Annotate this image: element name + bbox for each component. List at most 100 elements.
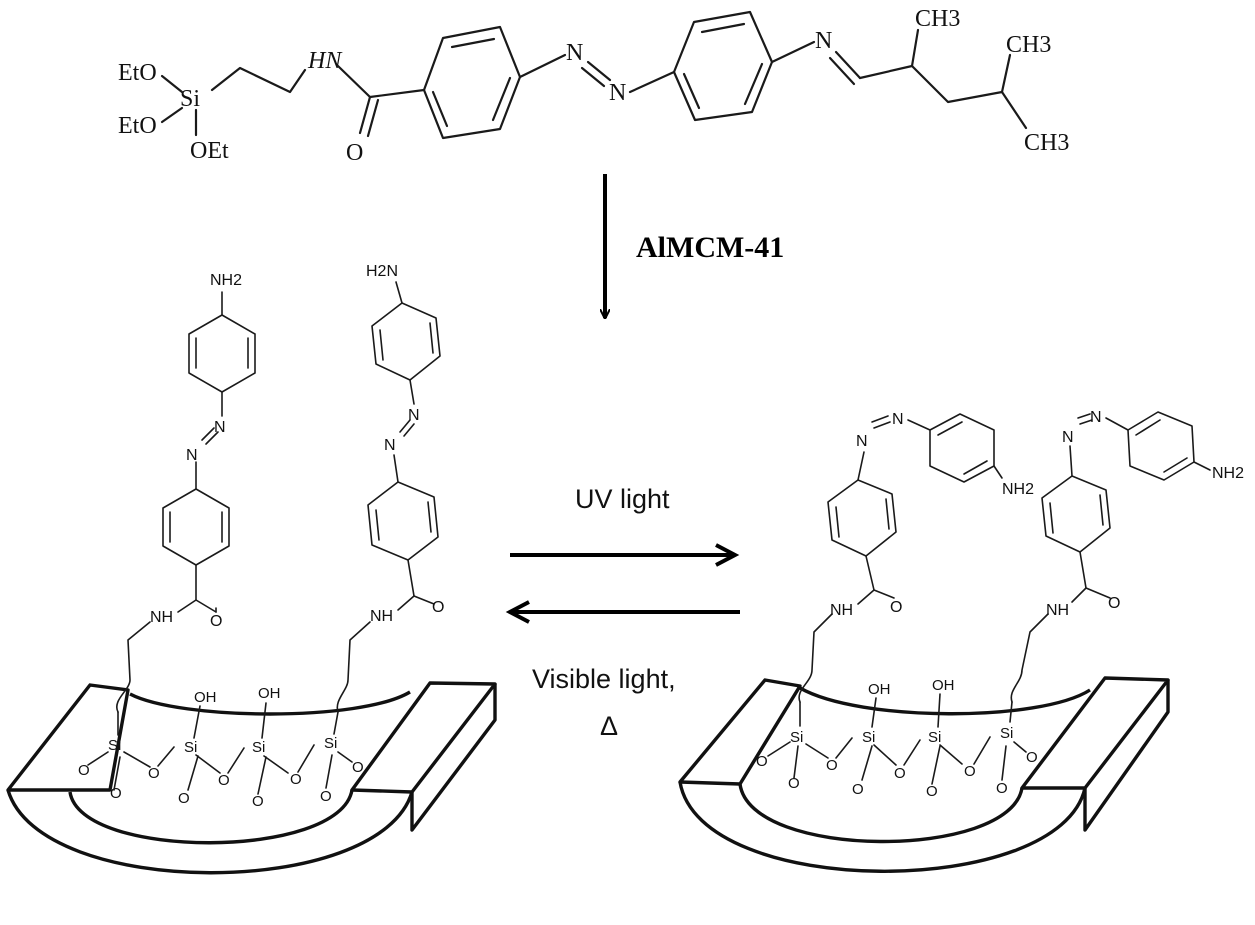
alkyl-chain	[858, 64, 1028, 130]
oh-left-1: OH	[194, 689, 217, 706]
ring2-double-3	[682, 72, 701, 110]
nh-4: NH	[1046, 602, 1069, 619]
pore2-outer-arc	[678, 781, 1087, 873]
carbonyl-bond-b	[366, 98, 380, 138]
amide-3	[857, 589, 895, 605]
lower-ring-2	[367, 481, 439, 561]
pore-inner-arc	[68, 789, 354, 845]
upper-ring-2	[371, 302, 441, 381]
azo-link-up-3	[907, 419, 931, 431]
si-right-2: Si	[862, 729, 875, 746]
ch3-label-2: CH3	[1006, 32, 1051, 58]
ring1-double-3	[431, 90, 449, 128]
amide-o-3: O	[890, 599, 902, 616]
ring1-double-1	[450, 37, 496, 49]
siloxane-bonds-right	[767, 693, 1027, 785]
amide-2	[397, 595, 435, 611]
lower-ring-4-inner-a	[1049, 502, 1054, 534]
azo-link-up-4	[1105, 417, 1129, 431]
azo-link-low-2	[393, 454, 399, 483]
azo-chain-left-1: NH O N N NH2	[115, 272, 256, 713]
imine-double-b	[828, 56, 856, 86]
oet-label: OEt	[190, 138, 229, 164]
azo-double-3b	[873, 421, 891, 429]
o-right-1: O	[756, 753, 768, 770]
si-left-1: Si	[108, 737, 121, 754]
azo-chain-right-2: NH O N N NH2	[1010, 409, 1244, 703]
linker-4	[1010, 613, 1049, 703]
amide-4	[1071, 587, 1111, 603]
amide-o-4: O	[1108, 595, 1120, 612]
methyl-branch-2	[1000, 53, 1012, 94]
ring1-double-2	[491, 76, 512, 122]
nh2-link-3	[993, 465, 1003, 479]
upper-ring-4	[1127, 411, 1195, 481]
linker-2	[336, 621, 371, 713]
azo-link-low-4	[1069, 445, 1073, 477]
si-label: Si	[180, 86, 200, 112]
si-right-3: Si	[928, 729, 941, 746]
cis-grafted-pore: Si Si Si Si OH OH O O O O O O O O O NH O	[678, 409, 1244, 873]
trans-grafted-pore: Si Si Si Si OH OH O O O O O O O O O NH O	[6, 263, 497, 875]
azo-bond-1	[518, 53, 567, 79]
azo-double-3a	[871, 415, 889, 423]
pore2-left-wall	[678, 678, 802, 786]
azo-link-up-2	[409, 379, 415, 405]
silica-surface-left: Si Si Si Si OH OH O O O O O O O O O	[78, 685, 364, 810]
o-left-7: O	[178, 790, 190, 807]
ch3-label-1: CH3	[915, 6, 960, 32]
azo-double-2a	[399, 419, 411, 433]
azo-n-2: N	[609, 80, 626, 106]
azo-double-4b	[1079, 419, 1093, 425]
eto-label-1: EtO	[118, 60, 157, 86]
upper-ring-3	[929, 413, 995, 483]
o-right-4: O	[964, 763, 976, 780]
o-right-3: O	[894, 765, 906, 782]
o-left-4: O	[290, 771, 302, 788]
nh2-link-4	[1193, 461, 1211, 471]
silane-azo-precursor: EtO EtO OEt Si HN O N N N	[118, 6, 1069, 166]
azo-chain-left-2: NH O N N H2N	[336, 263, 444, 713]
pore-right-wall	[350, 681, 497, 794]
amide-1	[177, 599, 217, 613]
oh-left-2: OH	[258, 685, 281, 702]
eto-label-2: EtO	[118, 113, 157, 139]
ring2-double-1	[700, 22, 746, 34]
amide-c-ring-4	[1079, 551, 1087, 589]
azo-n-left-1a: N	[186, 447, 198, 464]
reverse-arrowhead	[505, 600, 530, 624]
o-left-9: O	[320, 788, 332, 805]
o-left-1: O	[78, 762, 90, 779]
pore-right-face	[410, 684, 497, 832]
azo-n-right-2b: N	[1090, 409, 1102, 426]
lower-ring-1	[162, 488, 230, 566]
hn-label: HN	[307, 48, 343, 74]
amide-o-1: O	[210, 613, 222, 630]
pore-left-wall	[6, 683, 130, 792]
propyl-chain	[210, 66, 307, 94]
upper-ring-4-inner-b	[1163, 457, 1188, 473]
carbonyl-bond-a	[358, 95, 372, 135]
pore2-top-rim	[799, 686, 1091, 716]
photoswitch-arrows: UV light Visible light, Δ	[505, 484, 740, 741]
lower-ring-3	[827, 479, 897, 557]
carbonyl-o-label: O	[346, 140, 363, 166]
amide-c-ring-2	[407, 559, 415, 597]
amide-o-2: O	[432, 599, 444, 616]
nh-3: NH	[830, 602, 853, 619]
o-left-6: O	[110, 785, 122, 802]
azo-n-1: N	[566, 40, 583, 66]
ch3-label-3: CH3	[1024, 130, 1069, 156]
pore-outer-arc	[6, 789, 414, 875]
azo-double-1a	[201, 427, 215, 441]
ring2-double-2	[743, 62, 764, 106]
azo-n-right-1a: N	[856, 433, 868, 450]
methyl-branch-1	[910, 28, 920, 68]
nh-2: NH	[370, 608, 393, 625]
lower-ring-4-inner-b	[1099, 494, 1104, 526]
si-left-4: Si	[324, 735, 337, 752]
amide-c-ring-3	[865, 555, 875, 591]
upper-ring-2-inner-a	[379, 329, 384, 361]
linker-3	[798, 613, 833, 703]
